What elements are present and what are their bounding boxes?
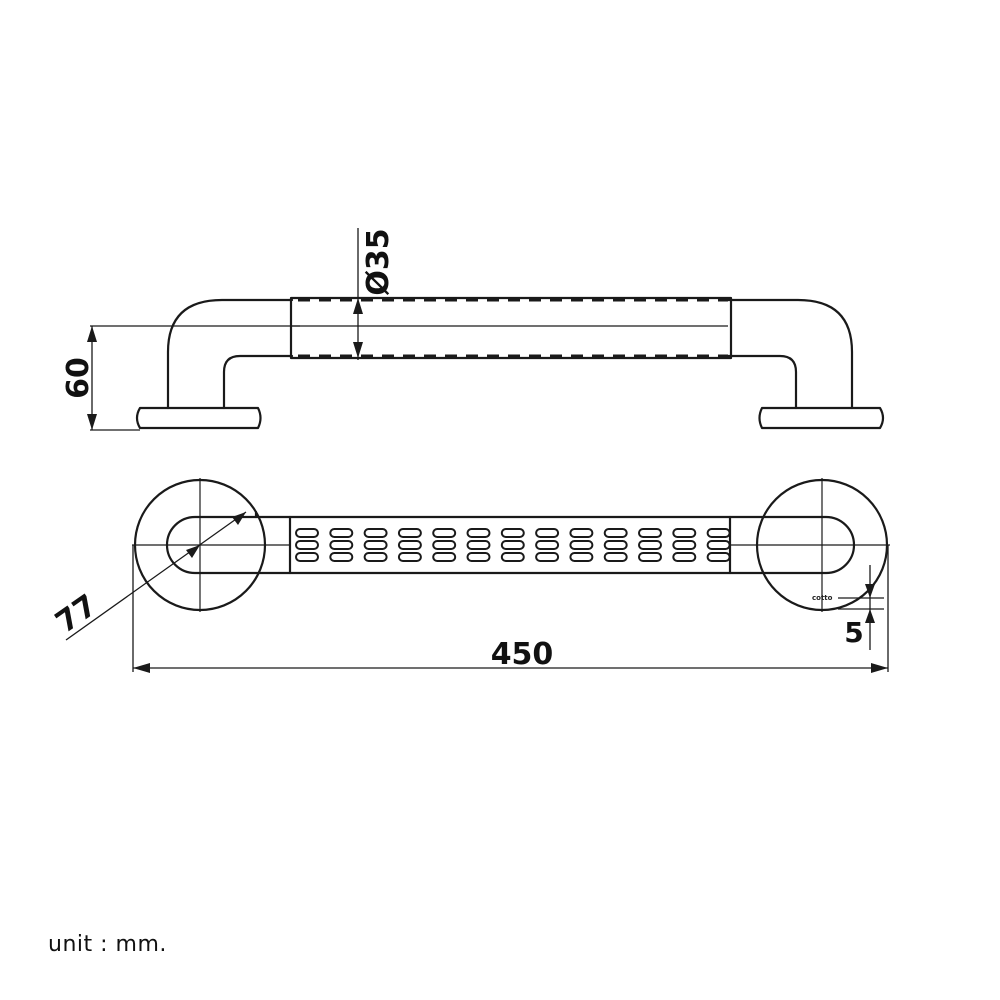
grip-oval [295,540,319,550]
grip-oval [363,528,388,538]
top-view: cotto 77 450 5 [49,478,890,673]
unit-note: unit : mm. [48,932,167,957]
grip-oval [535,552,560,562]
grip-oval [363,540,388,550]
grip-oval [500,552,525,562]
offset-label: 5 [844,616,863,649]
diameter-arrow-bottom [353,342,363,358]
grip-texture-ovals [295,528,731,562]
flange-label: 77 [49,588,103,641]
arrow-up [87,326,97,342]
grip-oval [535,528,560,538]
grip-oval [500,528,525,538]
grip-oval [466,552,491,562]
offset-arrow-bottom [865,609,875,623]
grip-oval [569,540,594,550]
grip-oval [329,528,354,538]
brand-logo: cotto [812,594,833,602]
grip-oval [295,528,319,538]
offset-arrow-top [865,584,875,598]
grip-oval [638,552,662,562]
grip-oval [672,552,697,562]
grip-oval [706,552,731,562]
grip-oval [638,528,662,538]
grip-oval [672,540,697,550]
grip-oval [329,552,354,562]
right-arm-outer [726,298,854,410]
grip-oval [466,528,491,538]
grip-oval [603,528,628,538]
grip-oval [432,552,457,562]
grip-oval [672,528,697,538]
right-arm-inner [726,354,798,410]
grip-oval [706,528,731,538]
flange-dimension-line [65,511,247,641]
grip-oval [569,552,594,562]
length-arrow-left [133,663,150,673]
arrow-down [87,414,97,430]
diameter-arrow-top [353,298,363,314]
right-base-plate [758,406,885,430]
grip-oval [363,552,388,562]
grip-oval [569,528,594,538]
grip-oval [329,540,354,550]
grip-oval [638,540,662,550]
flange-arrow-center [186,545,200,558]
side-view: 60 Ø35 [61,228,885,431]
grip-sleeve [289,296,733,360]
grip-oval [295,552,319,562]
grip-oval [432,528,457,538]
grip-oval [603,552,628,562]
grip-oval [500,540,525,550]
height-label: 60 [61,357,96,399]
grip-oval [432,540,457,550]
grip-oval [603,540,628,550]
left-base-plate [135,406,262,430]
grip-oval [535,540,560,550]
grip-oval [397,540,422,550]
left-arm-inner [222,354,294,410]
diameter-label: Ø35 [361,228,396,295]
grip-oval [397,528,422,538]
left-arm-outer [166,298,294,410]
grip-oval [706,540,731,550]
flange-arrow [232,512,246,525]
length-arrow-right [871,663,888,673]
grip-oval [466,540,491,550]
length-label: 450 [491,637,554,672]
grip-oval [397,552,422,562]
